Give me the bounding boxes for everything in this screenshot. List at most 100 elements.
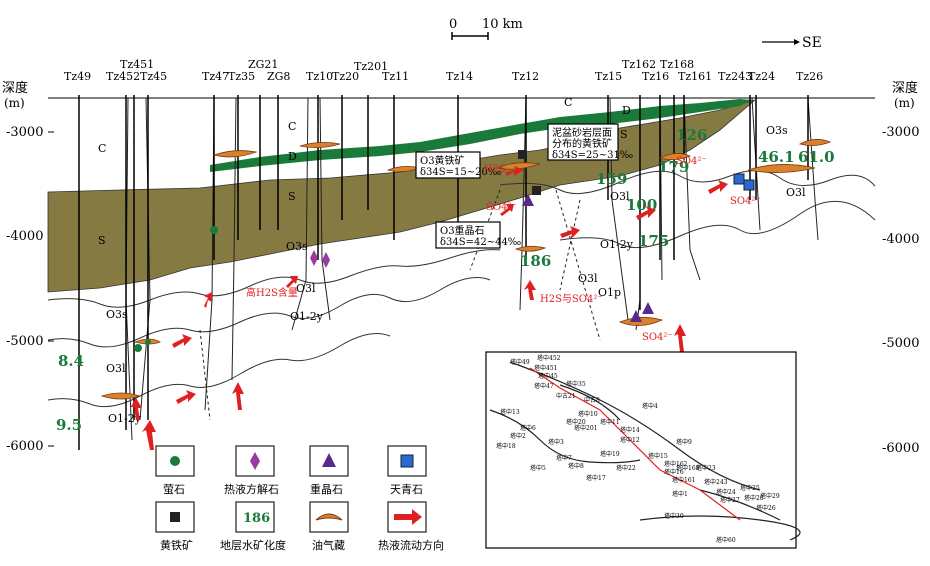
flow-arrow-icon [204, 292, 212, 308]
calcite-icon [250, 452, 260, 470]
barite-icon [642, 302, 654, 314]
strata-label: O3s [106, 308, 128, 321]
legend-label: 萤石 [163, 483, 185, 496]
barite-note-line1: O3重晶石 [440, 224, 485, 237]
well-label: Tz168 [660, 58, 694, 71]
legend: 萤石 热液方解石 重晶石 天青石 黄铁矿 186 地层水矿化度 油气藏 热液流动… [155, 445, 444, 552]
flow-arrow-icon [176, 390, 196, 404]
well-label: Tz161 [678, 70, 712, 83]
inset-well-label: 塔中13 [500, 408, 520, 416]
horizon-o12y [47, 333, 391, 408]
pyrite-icon [170, 512, 180, 522]
legend-label: 油气藏 [312, 538, 345, 552]
well-label: Tz12 [512, 70, 539, 83]
inset-well-label: 塔中10 [578, 410, 598, 418]
inset-well-label: 塔中5 [530, 464, 546, 472]
strata-label: O1p [598, 286, 621, 299]
flow-arrow-icon [142, 420, 156, 450]
strata-label: O3l [578, 272, 598, 285]
inset-well-label: 塔中45 [538, 372, 558, 380]
inset-well-label: 塔中6 [520, 424, 536, 432]
inset-well-label: 塔中201 [574, 424, 597, 432]
inset-well-label: 塔中452 [537, 354, 561, 362]
horizon-o3l [47, 277, 491, 348]
depth-axis-left-unit: (m) [4, 96, 25, 110]
scale-zero-label: 0 [449, 17, 457, 32]
strata-label: S [620, 128, 628, 141]
inset-map-labels: 塔中452 塔中49 塔中451 塔中45 塔中47 塔中35 中古21 中古8… [496, 354, 780, 544]
pyrite-note-line2: δ34S=15~20‰ [420, 167, 501, 178]
strata-label: O3l [610, 190, 630, 203]
inset-well-label: 塔中451 [534, 364, 557, 372]
depth-tick-right: -5000 [882, 336, 919, 351]
depth-axis-right-unit: (m) [894, 96, 915, 110]
flow-arrow-icon [674, 324, 686, 352]
inset-well-label: 塔中30 [664, 512, 684, 520]
barite-icon [522, 194, 534, 206]
well-label: Tz24 [748, 70, 775, 83]
mineral-symbols [134, 150, 755, 352]
flow-arrow-icon [394, 509, 422, 525]
inset-well-label: 塔中28 [744, 494, 764, 502]
inset-well-label: 塔中2 [510, 432, 526, 440]
flow-arrow-icon [130, 398, 142, 420]
inset-map-faults [489, 361, 801, 541]
legend-label: 天青石 [390, 483, 423, 496]
salinity-value: 46.1 [758, 148, 795, 166]
so4-label: SO4²⁻ [642, 332, 673, 343]
inset-well-label: 塔中29 [760, 492, 780, 500]
depth-tick-right: -3000 [882, 125, 919, 140]
sandstone-note-line3: δ34S=25~31‰ [552, 150, 633, 161]
salinity-value: 126 [676, 126, 707, 144]
inset-well-label: 塔中18 [496, 442, 516, 450]
well-label: ZG21 [248, 58, 278, 71]
barite-icon [630, 310, 642, 322]
depth-axis-left: 深度 (m) -3000 -4000 -5000 -6000 [2, 80, 54, 454]
well-label: Tz11 [382, 70, 409, 83]
legend-label: 地层水矿化度 [220, 538, 286, 552]
depth-axis-right-title: 深度 [892, 80, 918, 96]
calcite-icon [322, 252, 330, 268]
inset-section-line [529, 367, 741, 521]
well-label: Tz16 [642, 70, 669, 83]
inset-well-label: 塔中1 [672, 490, 688, 498]
strata-labels: C C C D D S S S O3s O3s O3l O3l O3l O3l … [98, 96, 806, 425]
celestite-icon [400, 454, 414, 468]
flow-arrow-icon [286, 276, 298, 288]
well-label: Tz15 [595, 70, 622, 83]
salinity-labels: 8.4 9.5 159 100 175 186 126 179 46.1 61.… [56, 126, 835, 434]
h2s-small-label: H2S [484, 164, 506, 175]
flow-arrow-icon [500, 204, 514, 216]
inset-well-label: 塔中162 [664, 460, 688, 468]
inset-well-label: 塔中3 [548, 438, 564, 446]
inset-well-label: 塔中16 [664, 468, 684, 476]
salinity-value: 9.5 [56, 416, 82, 434]
inset-well-label: 塔中19 [600, 450, 620, 458]
salinity-value: 175 [638, 232, 669, 250]
depth-tick-left: -6000 [6, 439, 43, 454]
inset-well-label: 塔中168 [676, 464, 700, 472]
strata-label: O3s [766, 124, 788, 137]
inset-well-label: 塔中11 [600, 418, 620, 426]
inset-well-label: 塔中24 [716, 488, 736, 496]
strata-label: D [288, 150, 297, 163]
calcite-icon [310, 250, 318, 266]
well-label: Tz452 [106, 70, 140, 83]
fluorite-icon [170, 456, 180, 466]
strata-label: D [622, 104, 631, 117]
inset-well-label: 塔中26 [756, 504, 776, 512]
strata-label: O3l [106, 362, 126, 375]
inset-well-label: 塔中7 [556, 454, 572, 462]
inset-well-label: 塔中9 [676, 438, 692, 446]
well-label: Tz49 [64, 70, 91, 83]
strata-label: C [564, 96, 572, 109]
inset-well-label: 塔中14 [620, 426, 640, 434]
flow-arrow-icon [708, 180, 728, 194]
inset-well-label: 塔中35 [566, 380, 586, 388]
fluorite-icon [210, 226, 218, 234]
inset-well-label: 中古21 [556, 392, 576, 400]
inset-well-label: 塔中20 [566, 418, 586, 426]
horizon-right-2 [559, 201, 876, 249]
well-label: Tz26 [796, 70, 823, 83]
direction-arrow-icon [794, 39, 800, 45]
